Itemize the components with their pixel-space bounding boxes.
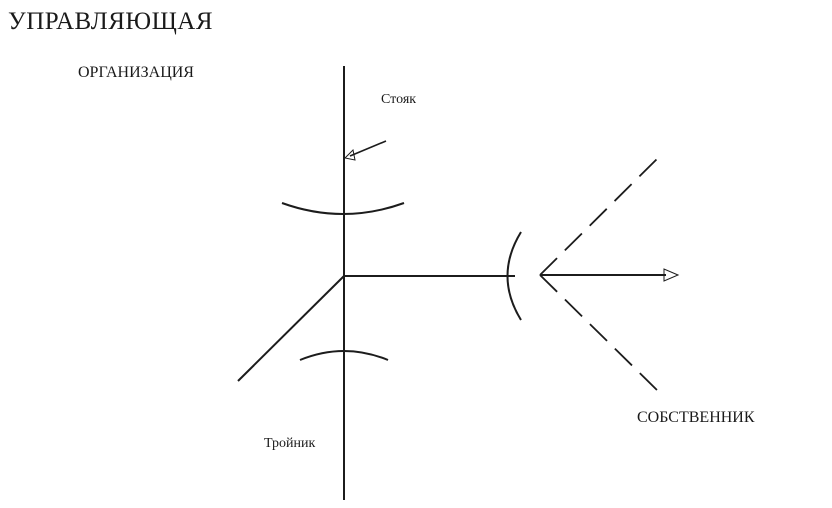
riser-pointer-line [349, 140, 387, 157]
title-line-1: УПРАВЛЯЮЩАЯ [8, 8, 214, 35]
riser-pointer-arrowhead [343, 148, 356, 161]
owner-arrowhead [663, 268, 680, 282]
upper-coupling [281, 202, 405, 215]
riser-label: Стояк [381, 92, 417, 107]
title-line-2: ОРГАНИЗАЦИЯ [78, 64, 194, 81]
dashed-boundary-lower [539, 274, 661, 394]
diagonal-branch-pipe [237, 275, 345, 382]
branch-coupling [506, 231, 522, 321]
dashed-boundary-upper [539, 155, 661, 276]
lower-coupling [299, 350, 389, 361]
owner-label: СОБСТВЕННИК [637, 409, 755, 426]
tee-label: Тройник [264, 436, 316, 451]
